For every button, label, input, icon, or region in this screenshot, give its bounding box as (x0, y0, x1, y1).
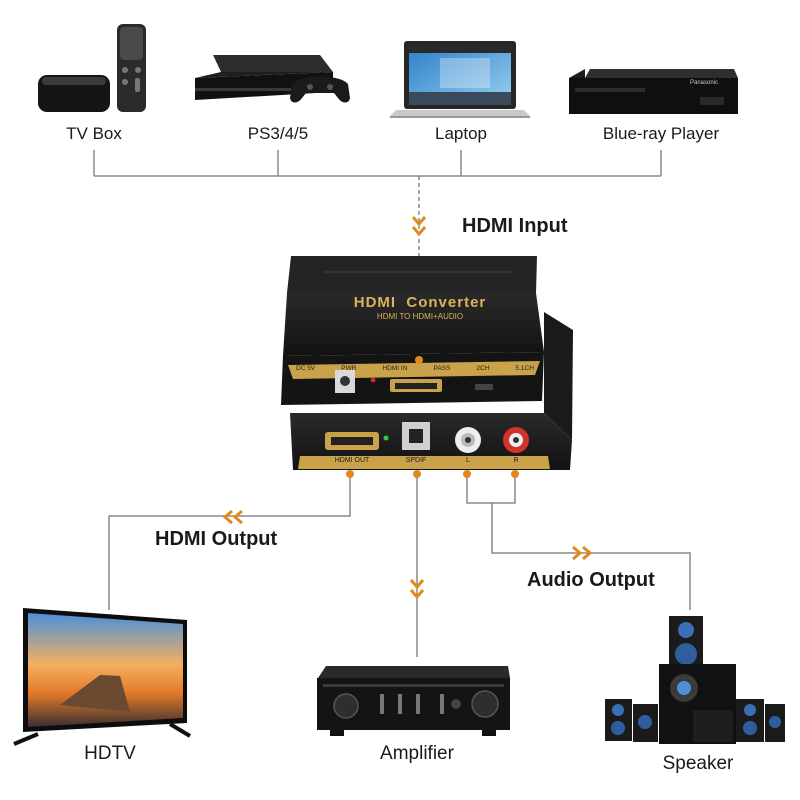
converter-lower-unit (290, 312, 573, 470)
port-label-2ch: 2CH (476, 365, 490, 372)
converter-subtitle: HDMI TO HDMI+AUDIO (376, 312, 464, 321)
port-label-dc5v: DC 5V (296, 365, 316, 372)
hdmi-output-arrows (222, 509, 243, 525)
audio-output-arrows (572, 545, 593, 561)
source-label-laptop: Laptop (435, 124, 487, 143)
ps-console-icon (195, 55, 350, 103)
port-label-hdmi-in: HDMI IN (382, 365, 408, 372)
speaker-system-icon (605, 616, 785, 744)
port-label-pass: PASS (433, 365, 451, 372)
bluray-player-icon (569, 69, 738, 114)
port-label-l: L (466, 457, 470, 464)
port-dots (346, 470, 519, 478)
spdif-arrows (409, 579, 425, 600)
output-label-speaker: Speaker (662, 753, 734, 774)
audio-output-label: Audio Output (527, 569, 655, 591)
port-label-51ch: 5.1CH (515, 365, 534, 372)
output-label-amplifier: Amplifier (380, 743, 454, 764)
top-port-labels: DC 5V PWR HDMI IN PASS 2CH 5.1CH (296, 365, 534, 375)
hdtv-icon (13, 608, 192, 746)
hdmi-input-arrows (411, 216, 427, 237)
converter-title: HDMI Converter (353, 294, 487, 311)
bluray-brand-text: Panasonic (690, 80, 719, 86)
port-label-hdmi-out: HDMI OUT (334, 457, 370, 464)
tv-box-icon (38, 24, 146, 112)
laptop-icon (390, 41, 530, 118)
port-label-spdif: SPDIF (405, 457, 427, 464)
source-label-bluray: Blue-ray Player (602, 124, 720, 143)
source-label-tv-box: TV Box (66, 124, 122, 143)
output-label-hdtv: HDTV (84, 743, 136, 764)
converter-upper-unit (281, 256, 544, 405)
port-label-r: R (513, 457, 519, 464)
hdmi-input-label: HDMI Input (462, 215, 568, 237)
amplifier-icon (317, 666, 510, 736)
port-label-pwr: PWR (341, 365, 357, 372)
hdmi-output-label: HDMI Output (155, 528, 278, 550)
output-lines (108, 474, 691, 657)
source-label-ps: PS3/4/5 (247, 124, 309, 143)
